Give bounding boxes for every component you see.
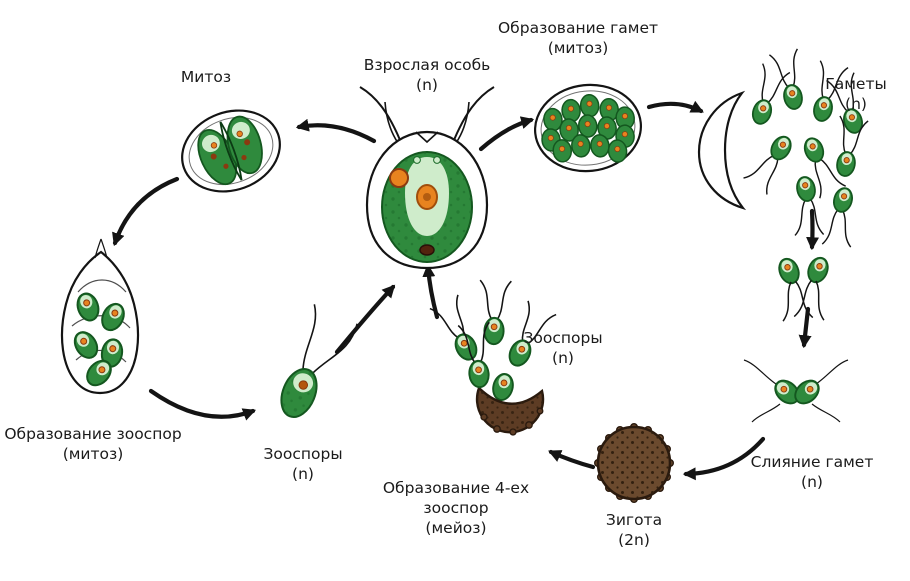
meiotic-zoospore [429, 294, 482, 365]
label-line: (n) [416, 76, 438, 95]
apex-line [100, 238, 108, 259]
arrow-mitosis-to-zoospore-formation [112, 176, 180, 247]
daughter-cell [197, 129, 238, 186]
shell-wart [525, 421, 533, 429]
zoospore-formation-illustration [60, 238, 140, 395]
division-furrow [219, 121, 243, 181]
gamete-fusion-illustration [743, 359, 849, 423]
shell-wart [493, 425, 501, 433]
shell-wart [536, 407, 544, 415]
label-line: Образование 4-ех [382, 479, 530, 497]
flagellum [751, 403, 781, 423]
zygote-illustration [594, 423, 675, 504]
label-line: (n) [845, 95, 867, 114]
label-gamete-formation: Образование гамет (митоз) [498, 18, 658, 58]
label-line: Зооспоры [263, 445, 343, 463]
label-gamete-fusion: Слияние гамет (n) [751, 452, 874, 492]
flagellum [811, 403, 841, 423]
label-zoospores-meiosis: Зооспоры (n) [523, 328, 602, 368]
pyrenoid [419, 244, 435, 256]
gamete [749, 62, 791, 128]
arrow-gametes-to-fusion [798, 306, 812, 349]
label-zoospore-formation: Образование зооспор (митоз) [4, 424, 181, 464]
label-line: Образование гамет [497, 19, 659, 37]
zygote-texture [598, 427, 670, 499]
empty-husk [697, 90, 747, 211]
eyespot [389, 168, 409, 188]
arrow-gamete-formation-to-gametes [646, 100, 704, 114]
label-zoospores: Зооспоры (n) [263, 444, 342, 484]
label-line: Образование зооспор [4, 425, 182, 443]
meiotic-zoospore-release-illustration [429, 279, 557, 436]
label-zoospore-formation-meiosis: Образование 4-ех зооспор (мейоз) [383, 478, 529, 538]
flagellum [359, 86, 401, 141]
label-line: Взрослая особь [363, 56, 491, 74]
flagellum [743, 359, 777, 385]
gamete [742, 132, 796, 196]
label-line: Митоз [180, 68, 232, 86]
packed-gametes [541, 93, 635, 163]
division-furrow [219, 121, 243, 181]
shell-texture [477, 388, 544, 433]
eyespot [298, 380, 308, 390]
internal-flagella [77, 279, 127, 293]
shell-wart [480, 413, 488, 421]
shell-wart [509, 428, 517, 436]
inner-membrane [540, 90, 636, 166]
arrow-adult-to-gamete-formation [478, 116, 535, 152]
flagellum [302, 304, 317, 370]
label-adult: Взрослая особь (n) [364, 55, 491, 95]
gamete [821, 185, 856, 248]
apical-notch [415, 131, 439, 144]
label-line: Зооспоры [523, 329, 603, 347]
flagellum [815, 359, 849, 385]
emerging-zoospore [489, 370, 517, 404]
label-mitosis: Митоз [181, 67, 231, 87]
zoospore-illustration [280, 304, 358, 418]
label-line: (митоз) [547, 39, 609, 58]
fusing-gamete [789, 375, 825, 409]
label-line: Зигота [605, 511, 663, 529]
flagellum [311, 323, 358, 375]
gamete [793, 174, 825, 237]
mitosis-cell-illustration [181, 109, 281, 193]
label-line: (n) [292, 465, 314, 484]
label-zygote: Зигота (2n) [606, 510, 662, 550]
cell-wall-horn [455, 101, 470, 144]
label-gametes: Гаметы (n) [825, 74, 886, 114]
arrow-adult-to-mitosis [295, 118, 377, 144]
label-line: Слияние гамет [750, 453, 874, 471]
gamete-formation-illustration [533, 83, 643, 173]
flagellum [453, 86, 495, 141]
adult-cell-illustration [359, 86, 495, 270]
arrow-zygote-to-meiosis [548, 449, 596, 470]
gamete-release-illustration [697, 48, 869, 248]
apex-line [94, 238, 102, 259]
contractile-vacuole [413, 156, 421, 164]
label-line: (n) [801, 473, 823, 492]
meiotic-zoospore [478, 279, 513, 346]
label-line: (2n) [618, 531, 650, 550]
gamete-pair-illustration [774, 253, 833, 322]
label-line: (мейоз) [425, 519, 487, 538]
inner-membrane [188, 117, 274, 185]
arrow-fusion-to-zygote [682, 436, 766, 481]
label-line: зооспор [423, 499, 489, 518]
cell-wall-horn [384, 101, 399, 144]
arrow-zoospore-formation-to-zoospores [148, 388, 257, 421]
contractile-vacuole [433, 156, 441, 164]
label-line: Гаметы [825, 75, 887, 93]
label-line: (митоз) [62, 445, 124, 464]
nucleolus [423, 193, 431, 201]
arrow-gametes-down [806, 208, 820, 251]
gamete [768, 48, 806, 112]
label-line: (n) [552, 349, 574, 368]
arrow-zoospores-to-adult [334, 284, 396, 355]
